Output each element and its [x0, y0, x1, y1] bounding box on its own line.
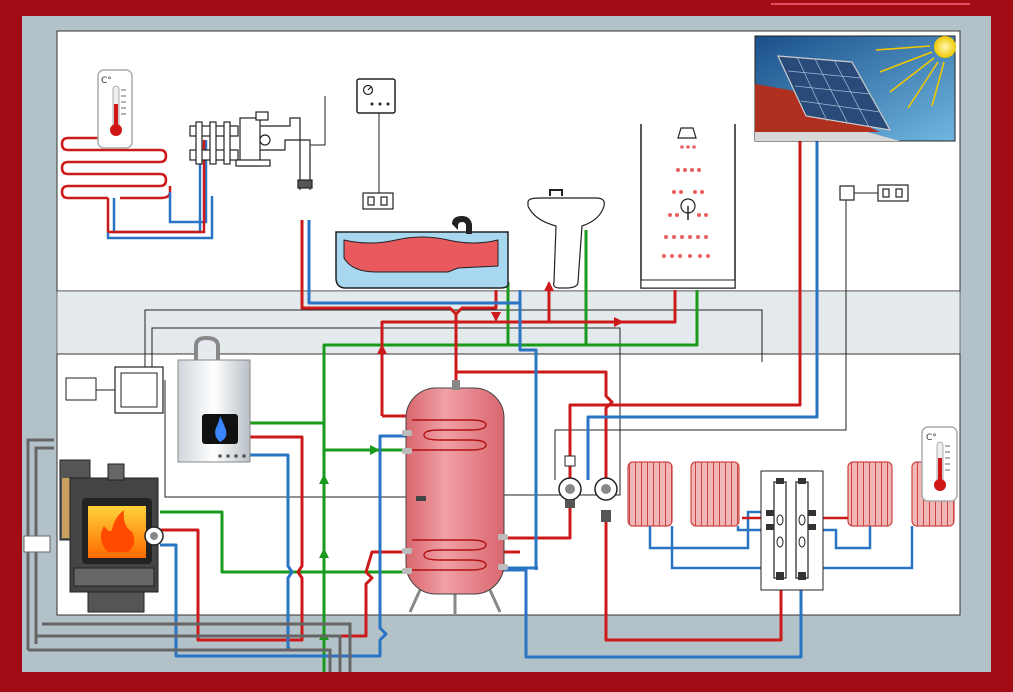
manifold-icon — [760, 470, 824, 591]
stove-icon — [23, 438, 352, 672]
radiator-icon — [627, 461, 673, 527]
sun-icon — [934, 36, 956, 58]
pump-icon — [594, 477, 618, 522]
radiator-icon — [847, 461, 893, 527]
gas-boiler-icon — [177, 335, 251, 463]
green-pipes — [160, 230, 699, 672]
socket-icon — [362, 192, 394, 210]
solar-panel-icon — [754, 35, 956, 142]
socket-icon — [839, 184, 909, 202]
storage-tank-icon — [402, 380, 508, 614]
underfloor-coil-icon — [60, 136, 214, 240]
shower-icon — [640, 124, 736, 289]
thermometer-unit-upper: C° — [101, 76, 112, 86]
flame-icon — [100, 510, 135, 552]
thermostat-icon — [356, 78, 396, 114]
bathtub-icon — [335, 216, 509, 289]
sink-icon — [527, 189, 605, 289]
thermometer-icon: C° — [921, 426, 958, 502]
control-unit-icon — [65, 366, 164, 414]
manifold-icon — [189, 111, 313, 190]
return-pipes — [160, 140, 819, 659]
thermometer-unit-lower: C° — [926, 433, 937, 443]
radiator-pipes — [648, 510, 914, 570]
pump-icon — [558, 455, 582, 508]
radiator-icon — [690, 461, 740, 527]
thermometer-icon: C° — [97, 69, 133, 149]
flame-icon — [215, 416, 227, 442]
